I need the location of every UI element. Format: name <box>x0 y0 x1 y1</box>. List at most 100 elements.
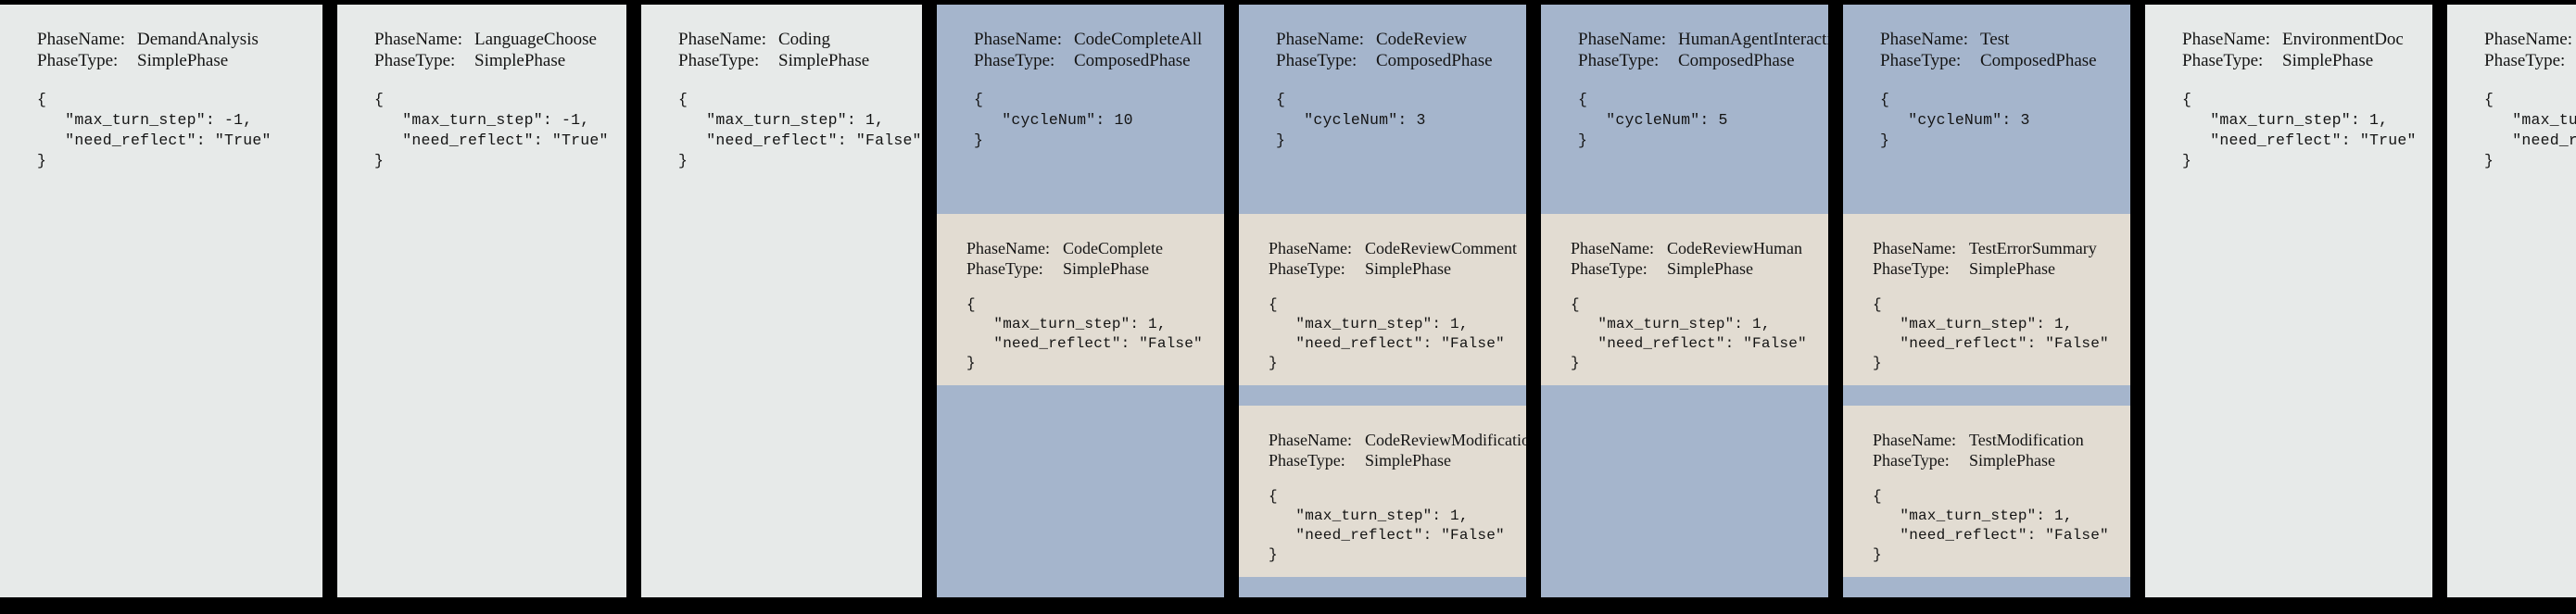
phase-name-row: PhaseName:CodeReviewHuman <box>1571 238 1828 258</box>
phase-name-value: HumanAgentInteraction <box>1678 30 1828 49</box>
phase-type-label: PhaseType: <box>1578 51 1660 70</box>
subphase-divider <box>1239 385 1526 406</box>
phase-config-json: { "cycleNum": 3 } <box>1880 91 2030 149</box>
phase-type-row: PhaseType:SimplePhase <box>678 50 922 71</box>
phase-type-row: PhaseType:SimplePhase <box>37 50 322 71</box>
composed-phase-filler <box>1239 577 1526 597</box>
phase-name-row: PhaseName:CodeComplete <box>966 238 1224 258</box>
phase-type-value: SimplePhase <box>474 51 566 70</box>
composed-phase-filler <box>1541 385 1828 597</box>
phase-type-row: PhaseType: SimplePhase <box>2182 50 2432 71</box>
phase-name-row: PhaseName:Manual <box>2484 29 2576 50</box>
phase-name-value: EnvironmentDoc <box>2282 30 2404 49</box>
phase-name-value: Test <box>1980 30 2010 49</box>
phase-name-label: PhaseName: <box>678 30 766 49</box>
phase-header: PhaseName:ManualPhaseType:SimplePhase <box>2484 29 2576 71</box>
phase-name-row: PhaseName: CodeReviewModification <box>1269 430 1526 450</box>
phase-type-row: PhaseType:ComposedPhase <box>1276 50 1526 71</box>
phase-name-row: PhaseName: Test <box>1880 29 2130 50</box>
phase-type-label: PhaseType: <box>966 259 1043 278</box>
composed-phase-filler <box>1843 577 2130 597</box>
phase-name-label: PhaseName: <box>374 30 462 49</box>
phase-name-row: PhaseName:CodeReview <box>1276 29 1526 50</box>
phase-name-label: PhaseName: <box>1269 239 1352 257</box>
phase-config-json: { "max_turn_step": 1, "need_reflect": "F… <box>1269 296 1505 371</box>
phase-card-human-agent-interaction[interactable]: PhaseName:HumanAgentInteractionPhaseType… <box>1541 5 1828 597</box>
phase-type-label: PhaseType: <box>1873 451 1950 470</box>
phase-config-json: { "max_turn_step": 1, "need_reflect": "F… <box>1873 296 2109 371</box>
phase-type-row: PhaseType: SimplePhase <box>1873 450 2130 470</box>
phase-type-label: PhaseType: <box>974 51 1055 70</box>
phase-type-row: PhaseType:ComposedPhase <box>974 50 1224 71</box>
phase-name-label: PhaseName: <box>1578 30 1666 49</box>
phase-config-json: { "max_turn_step": -1, "need_reflect": "… <box>37 91 271 169</box>
phase-name-label: PhaseName: <box>1873 239 1956 257</box>
phase-type-row: PhaseType:SimplePhase <box>2484 50 2576 71</box>
phase-header: PhaseName:HumanAgentInteractionPhaseType… <box>1578 29 1828 71</box>
phase-name-value: TestModification <box>1969 431 2084 449</box>
phase-type-value: SimplePhase <box>1365 259 1451 278</box>
phase-config-json: { "max_turn_step": 1, "need_reflect": "F… <box>1873 488 2109 563</box>
phase-type-value: SimplePhase <box>1969 451 2055 470</box>
phase-name-value: CodeReviewModification <box>1365 431 1526 449</box>
phase-name-row: PhaseName:CodeCompleteAll <box>974 29 1224 50</box>
composed-phase-filler <box>937 385 1224 597</box>
subphase-divider <box>1843 385 2130 406</box>
phase-type-row: PhaseType: SimplePhase <box>374 50 626 71</box>
phase-type-value: SimplePhase <box>1063 259 1149 278</box>
phase-type-row: PhaseType:SimplePhase <box>1269 450 1526 470</box>
phase-name-label: PhaseName: <box>1873 431 1956 449</box>
phase-name-label: PhaseName: <box>2182 30 2270 49</box>
phase-type-label: PhaseType: <box>1269 451 1345 470</box>
phase-name-label: PhaseName: <box>974 30 1062 49</box>
phase-config-json: { "max_turn_step": 1, "need_reflect": "F… <box>678 91 922 169</box>
phase-name-label: PhaseName: <box>1269 431 1352 449</box>
phase-type-label: PhaseType: <box>374 51 456 70</box>
phase-type-label: PhaseType: <box>1880 51 1962 70</box>
phase-config-json: { "max_turn_step": -1, "need_reflect": "… <box>374 91 609 169</box>
phase-type-value: SimplePhase <box>2282 51 2374 70</box>
phase-type-value: SimplePhase <box>1667 259 1753 278</box>
phase-type-row: PhaseType: ComposedPhase <box>1578 50 1828 71</box>
phase-name-row: PhaseName:DemandAnalysis <box>37 29 322 50</box>
phase-type-row: PhaseType:SimplePhase <box>1269 258 1526 279</box>
phase-type-value: ComposedPhase <box>1376 51 1493 70</box>
phase-name-label: PhaseName: <box>1880 30 1968 49</box>
phase-type-value: ComposedPhase <box>1678 51 1795 70</box>
phase-name-value: CodeReviewHuman <box>1667 239 1802 257</box>
phase-name-row: PhaseName:TestErrorSummary <box>1873 238 2130 258</box>
phase-type-label: PhaseType: <box>1873 259 1950 278</box>
phase-type-label: PhaseType: <box>2182 51 2264 70</box>
phase-name-label: PhaseName: <box>37 30 125 49</box>
phase-type-value: SimplePhase <box>778 51 870 70</box>
phase-config-json: { "max_turn_step": 1, "need_reflect": "F… <box>2484 91 2576 169</box>
phase-card-manual[interactable]: PhaseName:ManualPhaseType:SimplePhase { "… <box>2447 5 2576 597</box>
